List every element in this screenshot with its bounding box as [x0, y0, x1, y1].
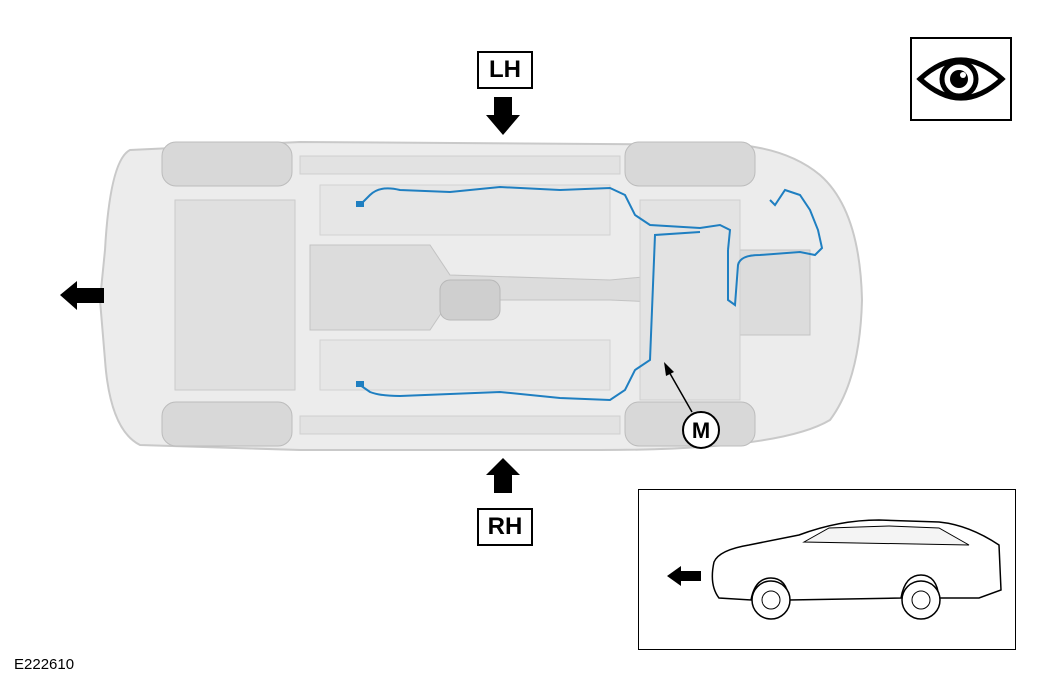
connector-left: [356, 201, 364, 207]
eye-icon: [916, 57, 1006, 101]
front-left-wheel: [161, 141, 293, 187]
rh-label: RH: [477, 508, 533, 546]
callout-leader-line: [667, 369, 693, 413]
front-wheel: [751, 580, 791, 620]
arrow-down-icon: [486, 97, 520, 135]
rear-tank: [739, 249, 811, 336]
callout-arrowhead: [664, 362, 674, 376]
callout-m-label: M: [692, 418, 710, 443]
exhaust-silencer: [439, 279, 501, 321]
connector-right: [356, 381, 364, 387]
wiring-harness-rear: [727, 188, 824, 307]
vehicle-window-line: [802, 525, 970, 546]
arrow-left-icon: [60, 281, 104, 310]
front-right-wheel: [161, 401, 293, 447]
rear-wheel: [901, 580, 941, 620]
arrow-left-icon: [667, 566, 701, 586]
wiring-harness-left: [359, 185, 732, 251]
right-sill: [299, 415, 621, 435]
arrow-up-icon: [486, 458, 520, 493]
vehicle-side-view-inset: [638, 489, 1016, 650]
floor-panel-right: [319, 339, 611, 391]
left-sill: [299, 155, 621, 175]
lh-label: LH: [477, 51, 533, 89]
front-subframe: [174, 199, 296, 391]
floor-panel-left: [319, 184, 611, 236]
figure-reference-code: E222610: [14, 656, 75, 673]
wiring-harness-right: [359, 231, 701, 402]
callout-m: M: [681, 410, 721, 450]
view-indicator: [910, 37, 1012, 121]
rear-left-wheel: [624, 141, 756, 187]
rear-axle-area: [639, 199, 741, 401]
